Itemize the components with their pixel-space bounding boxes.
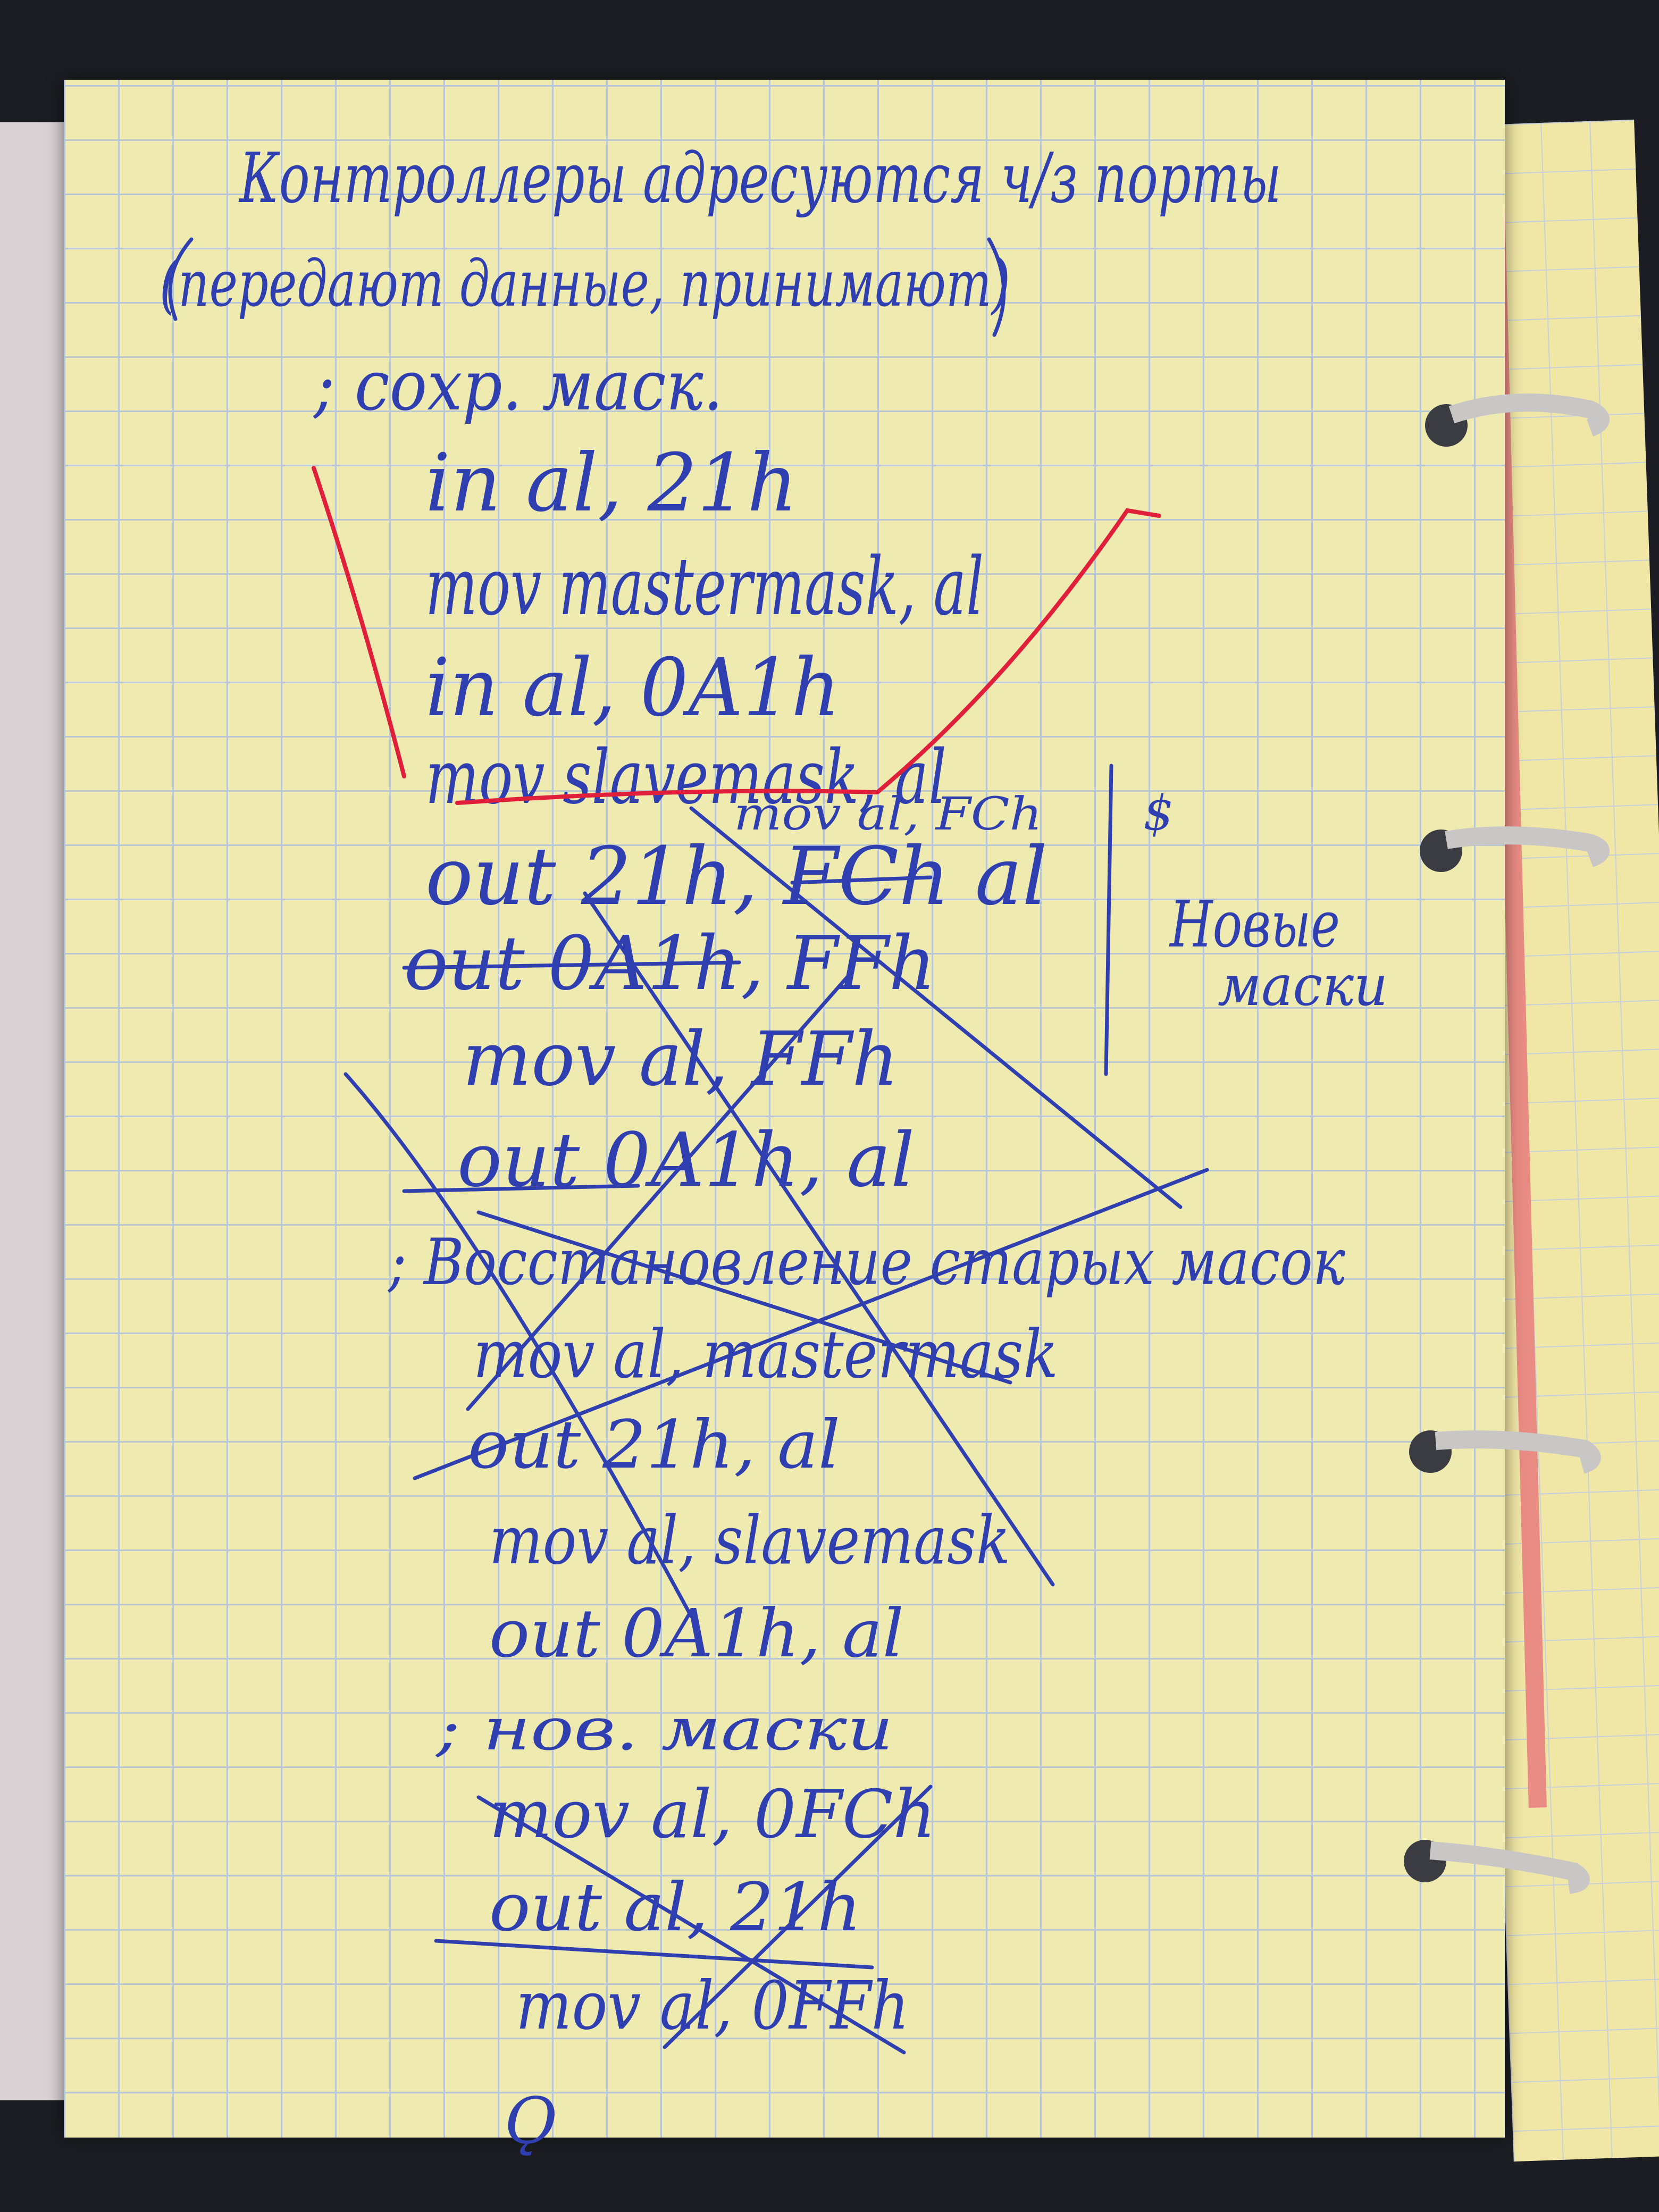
cross-diagonal-3 — [413, 1168, 1209, 1480]
code-line-in-al-0a1h: in al, 0A1h — [425, 642, 840, 734]
left-page-edge — [0, 122, 72, 2100]
binder-ring-4 — [1404, 1840, 1590, 1894]
red-pen-mark — [312, 466, 1161, 805]
heading-line1: Контроллеры адресуются ч/з порты — [238, 138, 1281, 219]
binder-ring-3 — [1409, 1430, 1601, 1474]
code-insert-mov-al-fch: mov al, FCh — [734, 788, 1042, 841]
comment-new-masks: ; нов. маски — [435, 1695, 893, 1763]
margin-note-line2: маски — [1218, 953, 1388, 1018]
strike-out-0a1h-ffh — [402, 960, 741, 970]
trailing-mark: Ǫ — [505, 2084, 557, 2158]
cross-diagonal-9 — [434, 1939, 874, 1970]
code-line-out-al-21h: out al, 21h — [489, 1869, 861, 1946]
red-underline — [455, 508, 1161, 805]
binder-ring-1 — [1425, 393, 1610, 447]
cross-diagonal-1 — [343, 1072, 693, 1619]
code-line-mov-al-0ffh: mov al, 0FFh — [516, 1967, 909, 2045]
underline-line8 — [402, 1184, 640, 1193]
code-line-mov-al-ffh: mov al, FFh — [463, 1016, 899, 1103]
cross-diagonal-6 — [466, 971, 853, 1411]
heading-paren-right — [987, 237, 1006, 337]
comment-save-masks: ; сохр. маск. — [313, 345, 723, 426]
cross-diagonal-2 — [689, 806, 1183, 1209]
code-line-out-0a1h-al-2: out 0A1h, al — [489, 1595, 904, 1672]
heading-paren-left — [168, 237, 194, 321]
graph-paper-page — [64, 80, 1505, 2138]
comment-restore-masks: ; Восстановление старых масок — [387, 1226, 1345, 1300]
cross-diagonal-7 — [476, 1795, 906, 2055]
code-line-mov-al-mastermask: mov al, mastermask — [473, 1316, 1058, 1393]
heading-line2: (передают данные, принимают) — [160, 247, 1010, 321]
ink-strokes — [168, 237, 1209, 2055]
code-line-mov-al-slavemask: mov al, slavemask — [489, 1502, 1010, 1579]
margin-dollar-mark: $ — [1143, 785, 1174, 841]
cross-diagonal-8 — [663, 1784, 933, 2049]
binder-ring-2 — [1420, 826, 1610, 872]
strike-fch — [790, 875, 933, 885]
margin-bracket — [1104, 764, 1113, 1076]
code-line-mov-al-0fch: mov al, 0FCh — [489, 1776, 936, 1853]
red-curve — [312, 466, 406, 778]
cross-diagonal-4 — [476, 1210, 1012, 1385]
code-line-out-21h-al: out 21h, al — [468, 1406, 840, 1484]
cross-diagonal-5 — [583, 891, 1055, 1587]
code-line-mov-slavemask: mov slavemask, al — [425, 734, 946, 821]
code-line-mov-mastermask: mov mastermask, al — [425, 541, 984, 633]
margin-note-line1: Новые — [1169, 888, 1340, 962]
code-line-in-al-21h: in al, 21h — [425, 437, 798, 530]
